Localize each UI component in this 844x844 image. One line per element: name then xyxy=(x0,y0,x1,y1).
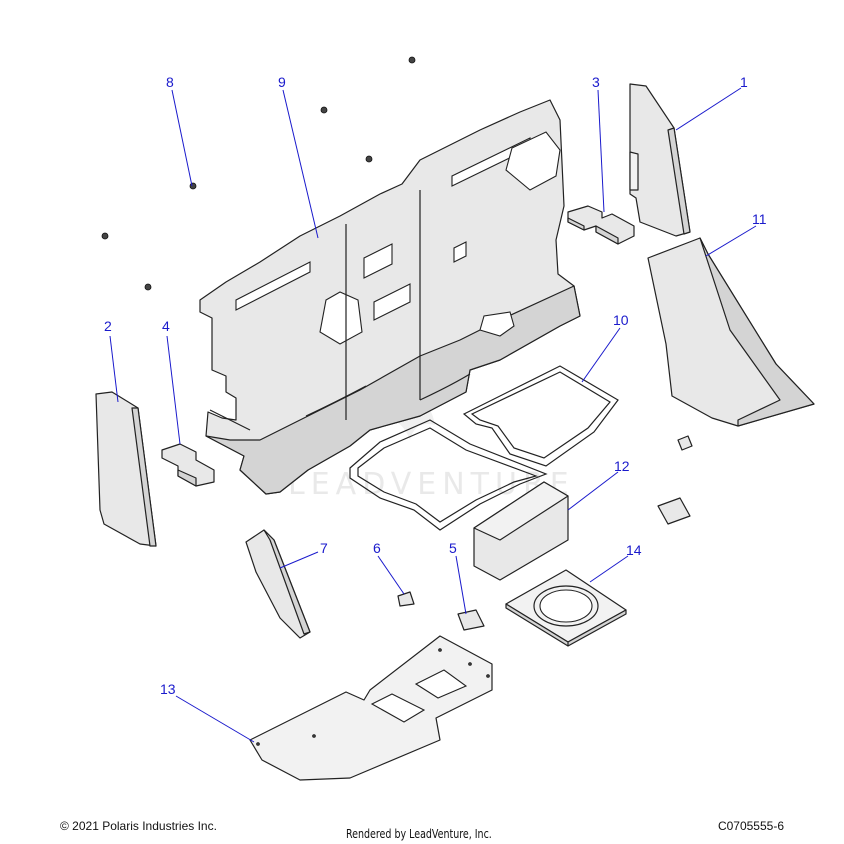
drawing-number: C0705555-6 xyxy=(717,819,784,833)
part-6-clip[interactable] xyxy=(397,591,415,607)
rendered-by-text: Rendered by LeadVenture, Inc. xyxy=(346,827,492,841)
small-clip-parts xyxy=(657,435,693,525)
copyright-text: © 2021 Polaris Industries Inc. xyxy=(60,819,217,833)
fastener-icon xyxy=(144,283,152,291)
pad-icon xyxy=(657,497,691,525)
callout-13: 14 xyxy=(626,542,642,558)
part-1-right-side-panel[interactable] xyxy=(629,83,691,237)
callout-3: 3 xyxy=(592,74,600,90)
callout-10: 10 xyxy=(613,312,629,328)
part-5-pad[interactable] xyxy=(457,609,485,631)
part-10-gaskets[interactable] xyxy=(349,365,619,531)
leader-lines xyxy=(109,87,757,743)
part-12-foam-block[interactable] xyxy=(473,481,569,581)
callout-2: 2 xyxy=(104,318,112,334)
fastener-icon xyxy=(189,182,197,190)
fastener-icon xyxy=(320,106,328,114)
callout-7: 7 xyxy=(320,540,328,556)
callout-9: 9 xyxy=(278,74,286,90)
part-13-floor-mat[interactable] xyxy=(249,635,493,781)
part-3-foam-blocks[interactable] xyxy=(567,205,635,245)
callout-8: 8 xyxy=(166,74,174,90)
callout-labels: 1 2 3 4 5 6 7 8 9 10 11 12 14 13 xyxy=(104,74,767,697)
callout-5: 5 xyxy=(449,540,457,556)
callout-12: 12 xyxy=(614,458,630,474)
part-9-back-panel[interactable] xyxy=(199,99,581,495)
part-11-right-wedge[interactable] xyxy=(647,237,815,427)
clip-icon xyxy=(677,435,693,451)
part-2-left-side-panel[interactable] xyxy=(95,391,157,547)
part-7-strip[interactable] xyxy=(245,529,311,639)
callout-4: 4 xyxy=(162,318,170,334)
fastener-icon xyxy=(408,56,416,64)
callout-1: 1 xyxy=(740,74,748,90)
fastener-icon xyxy=(101,232,109,240)
part-4-foam-blocks[interactable] xyxy=(161,443,215,487)
callout-6: 6 xyxy=(373,540,381,556)
fastener-icon xyxy=(365,155,373,163)
callout-11: 11 xyxy=(752,211,767,227)
callout-14: 13 xyxy=(160,681,176,697)
part-14-plate[interactable] xyxy=(505,569,627,647)
